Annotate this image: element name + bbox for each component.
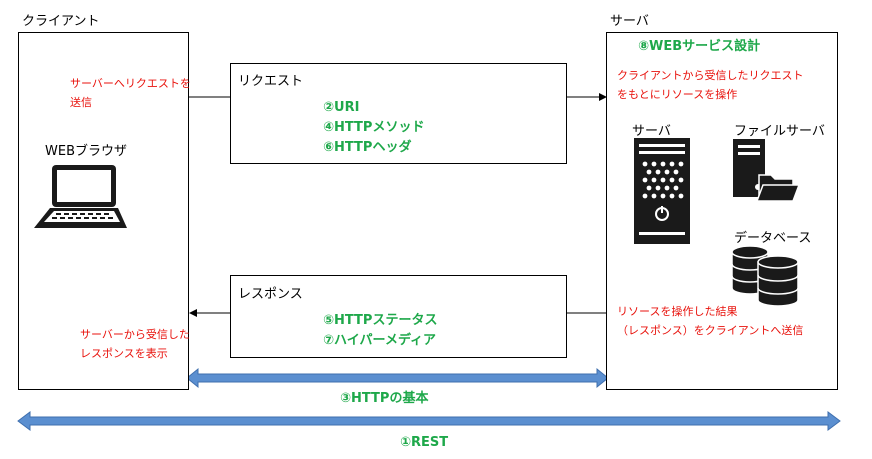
http-basics-label: ③HTTPの基本	[340, 391, 429, 406]
rest-label: ①REST	[400, 435, 449, 450]
server-receive-note-line2: をもとにリソースを操作	[617, 88, 738, 101]
client-title: クライアント	[22, 14, 100, 29]
response-item-http-status: ⑤HTTPステータス	[323, 313, 438, 328]
client-display-note-line2: レスポンスを表示	[80, 347, 168, 360]
request-arrowhead	[599, 93, 607, 101]
http-basics-arrow	[186, 367, 609, 389]
server-send-note-line2: （レスポンス）をクライアントへ送信	[617, 324, 804, 337]
response-arrowhead	[189, 309, 197, 317]
web-service-design-label: ⑧WEBサービス設計	[638, 39, 761, 54]
client-display-note-line1: サーバーから受信した	[80, 328, 190, 341]
server-receive-note-line1: クライアントから受信したリクエスト	[617, 69, 804, 82]
request-item-uri: ②URI	[323, 100, 360, 115]
request-item-http-method: ④HTTPメソッド	[323, 120, 425, 135]
request-item-http-header: ⑥HTTPヘッダ	[323, 140, 412, 155]
request-title: リクエスト	[238, 74, 304, 89]
response-title: レスポンス	[238, 287, 303, 302]
server-label: サーバ	[632, 124, 671, 139]
laptop-icon	[34, 165, 127, 228]
response-item-hypermedia: ⑦ハイパーメディア	[323, 333, 437, 348]
request-box	[230, 63, 567, 164]
server-tower-icon	[634, 138, 690, 244]
database-label: データベース	[734, 231, 812, 246]
file-server-label: ファイルサーバ	[734, 124, 825, 139]
rest-arrow	[17, 411, 841, 431]
server-title: サーバ	[610, 14, 649, 29]
file-server-icon	[733, 139, 801, 202]
database-icon	[731, 245, 799, 307]
client-send-note-line2: 送信	[70, 96, 92, 109]
server-send-note-line1: リソースを操作した結果	[617, 305, 738, 318]
client-send-note-line1: サーバーへリクエストを	[70, 77, 191, 90]
response-box	[230, 275, 567, 358]
browser-label: WEBブラウザ	[45, 144, 127, 159]
